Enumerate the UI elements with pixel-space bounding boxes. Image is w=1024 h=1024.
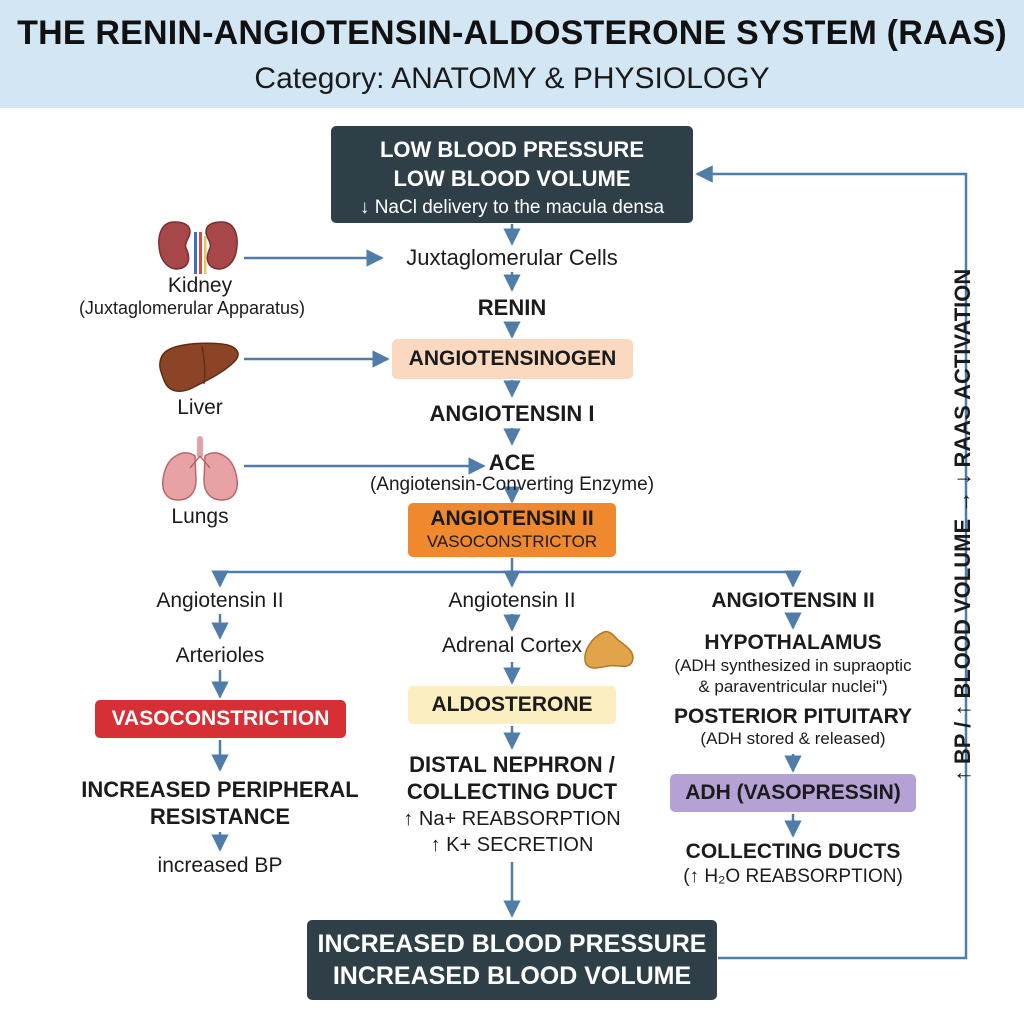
right-branch-head: ANGIOTENSIN II xyxy=(711,589,875,612)
liver-icon xyxy=(159,342,239,393)
diagram-title: THE RENIN-ANGIOTENSIN-ALDOSTERONE SYSTEM… xyxy=(17,14,1007,52)
vasoconstriction-box: VASOCONSTRICTION xyxy=(95,700,346,738)
outcome-line-1: INCREASED BLOOD PRESSURE xyxy=(317,930,707,958)
renin-label: RENIN xyxy=(477,295,547,320)
trigger-line-2: LOW BLOOD VOLUME xyxy=(393,166,631,191)
juxtaglomerular-cells: Juxtaglomerular Cells xyxy=(406,245,618,270)
middle-effect-2: ↑ K+ SECRETION xyxy=(430,834,594,856)
left-result-line-1: INCREASED PERIPHERAL xyxy=(81,777,359,802)
posterior-pituitary-label: POSTERIOR PITUITARY xyxy=(673,705,912,728)
collecting-ducts-label: COLLECTING DUCTS xyxy=(685,840,901,863)
angiotensin-2-label: ANGIOTENSIN II xyxy=(430,507,594,530)
middle-branch-head: Angiotensin II xyxy=(448,589,576,612)
right-effect: (↑ H₂O REABSORPTION) xyxy=(683,866,903,887)
outcome-line-2: INCREASED BLOOD VOLUME xyxy=(332,962,692,990)
ace-full-name: (Angiotensin-Converting Enzyme) xyxy=(369,474,655,495)
lungs-icon xyxy=(162,436,238,501)
hypothalamus-label: HYPOTHALAMUS xyxy=(704,631,882,654)
pituitary-note: (ADH stored & released) xyxy=(700,729,886,748)
feedback-loop xyxy=(695,165,968,960)
kidney-sublabel: (Juxtaglomerular Apparatus) xyxy=(78,298,306,318)
kidney-icon xyxy=(158,221,238,274)
ace-label: ACE xyxy=(488,450,536,475)
hypothalamus-note-2: & paraventricular nuclei") xyxy=(698,677,888,696)
middle-branch-target: Adrenal Cortex xyxy=(441,634,583,657)
adh-box: ADH (VASOPRESSIN) xyxy=(670,774,916,812)
hypothalamus-note-1: (ADH synthesized in supraoptic xyxy=(674,656,912,675)
left-outcome: increased BP xyxy=(157,854,283,877)
middle-site-line-1: DISTAL NEPHRON / xyxy=(409,752,615,777)
angiotensin-2-role: VASOCONSTRICTOR xyxy=(426,532,598,551)
left-branch-target: Arterioles xyxy=(175,644,265,667)
diagram-subtitle: Category: ANATOMY & PHYSIOLOGY xyxy=(254,62,770,95)
aldosterone-box: ALDOSTERONE xyxy=(408,686,616,724)
angiotensinogen-box: ANGIOTENSINOGEN xyxy=(392,339,633,379)
outcome-box: INCREASED BLOOD PRESSURE INCREASED BLOOD… xyxy=(307,920,717,1000)
trigger-line-3: ↓ NaCl delivery to the macula densa xyxy=(359,197,665,218)
angiotensin-1-label: ANGIOTENSIN I xyxy=(429,401,595,426)
kidney-label: Kidney xyxy=(167,274,233,297)
header-banner: THE RENIN-ANGIOTENSIN-ALDOSTERONE SYSTEM… xyxy=(0,0,1024,108)
middle-effect-1: ↑ Na+ REABSORPTION xyxy=(403,808,621,830)
trigger-line-1: LOW BLOOD PRESSURE xyxy=(379,137,644,162)
feedback-label: ↑ BP / ↑ BLOOD VOLUME → ↓ RAAS ACTIVATIO… xyxy=(950,268,975,782)
liver-label: Liver xyxy=(177,396,223,419)
left-branch-head: Angiotensin II xyxy=(156,589,284,612)
middle-site-line-2: COLLECTING DUCT xyxy=(406,779,618,804)
lungs-label: Lungs xyxy=(171,505,229,528)
adrenal-gland-icon xyxy=(584,630,634,669)
trigger-box: LOW BLOOD PRESSURE LOW BLOOD VOLUME ↓ Na… xyxy=(331,126,693,223)
angiotensin-2-box: ANGIOTENSIN II VASOCONSTRICTOR xyxy=(408,503,616,557)
left-result-line-2: RESISTANCE xyxy=(149,804,291,829)
